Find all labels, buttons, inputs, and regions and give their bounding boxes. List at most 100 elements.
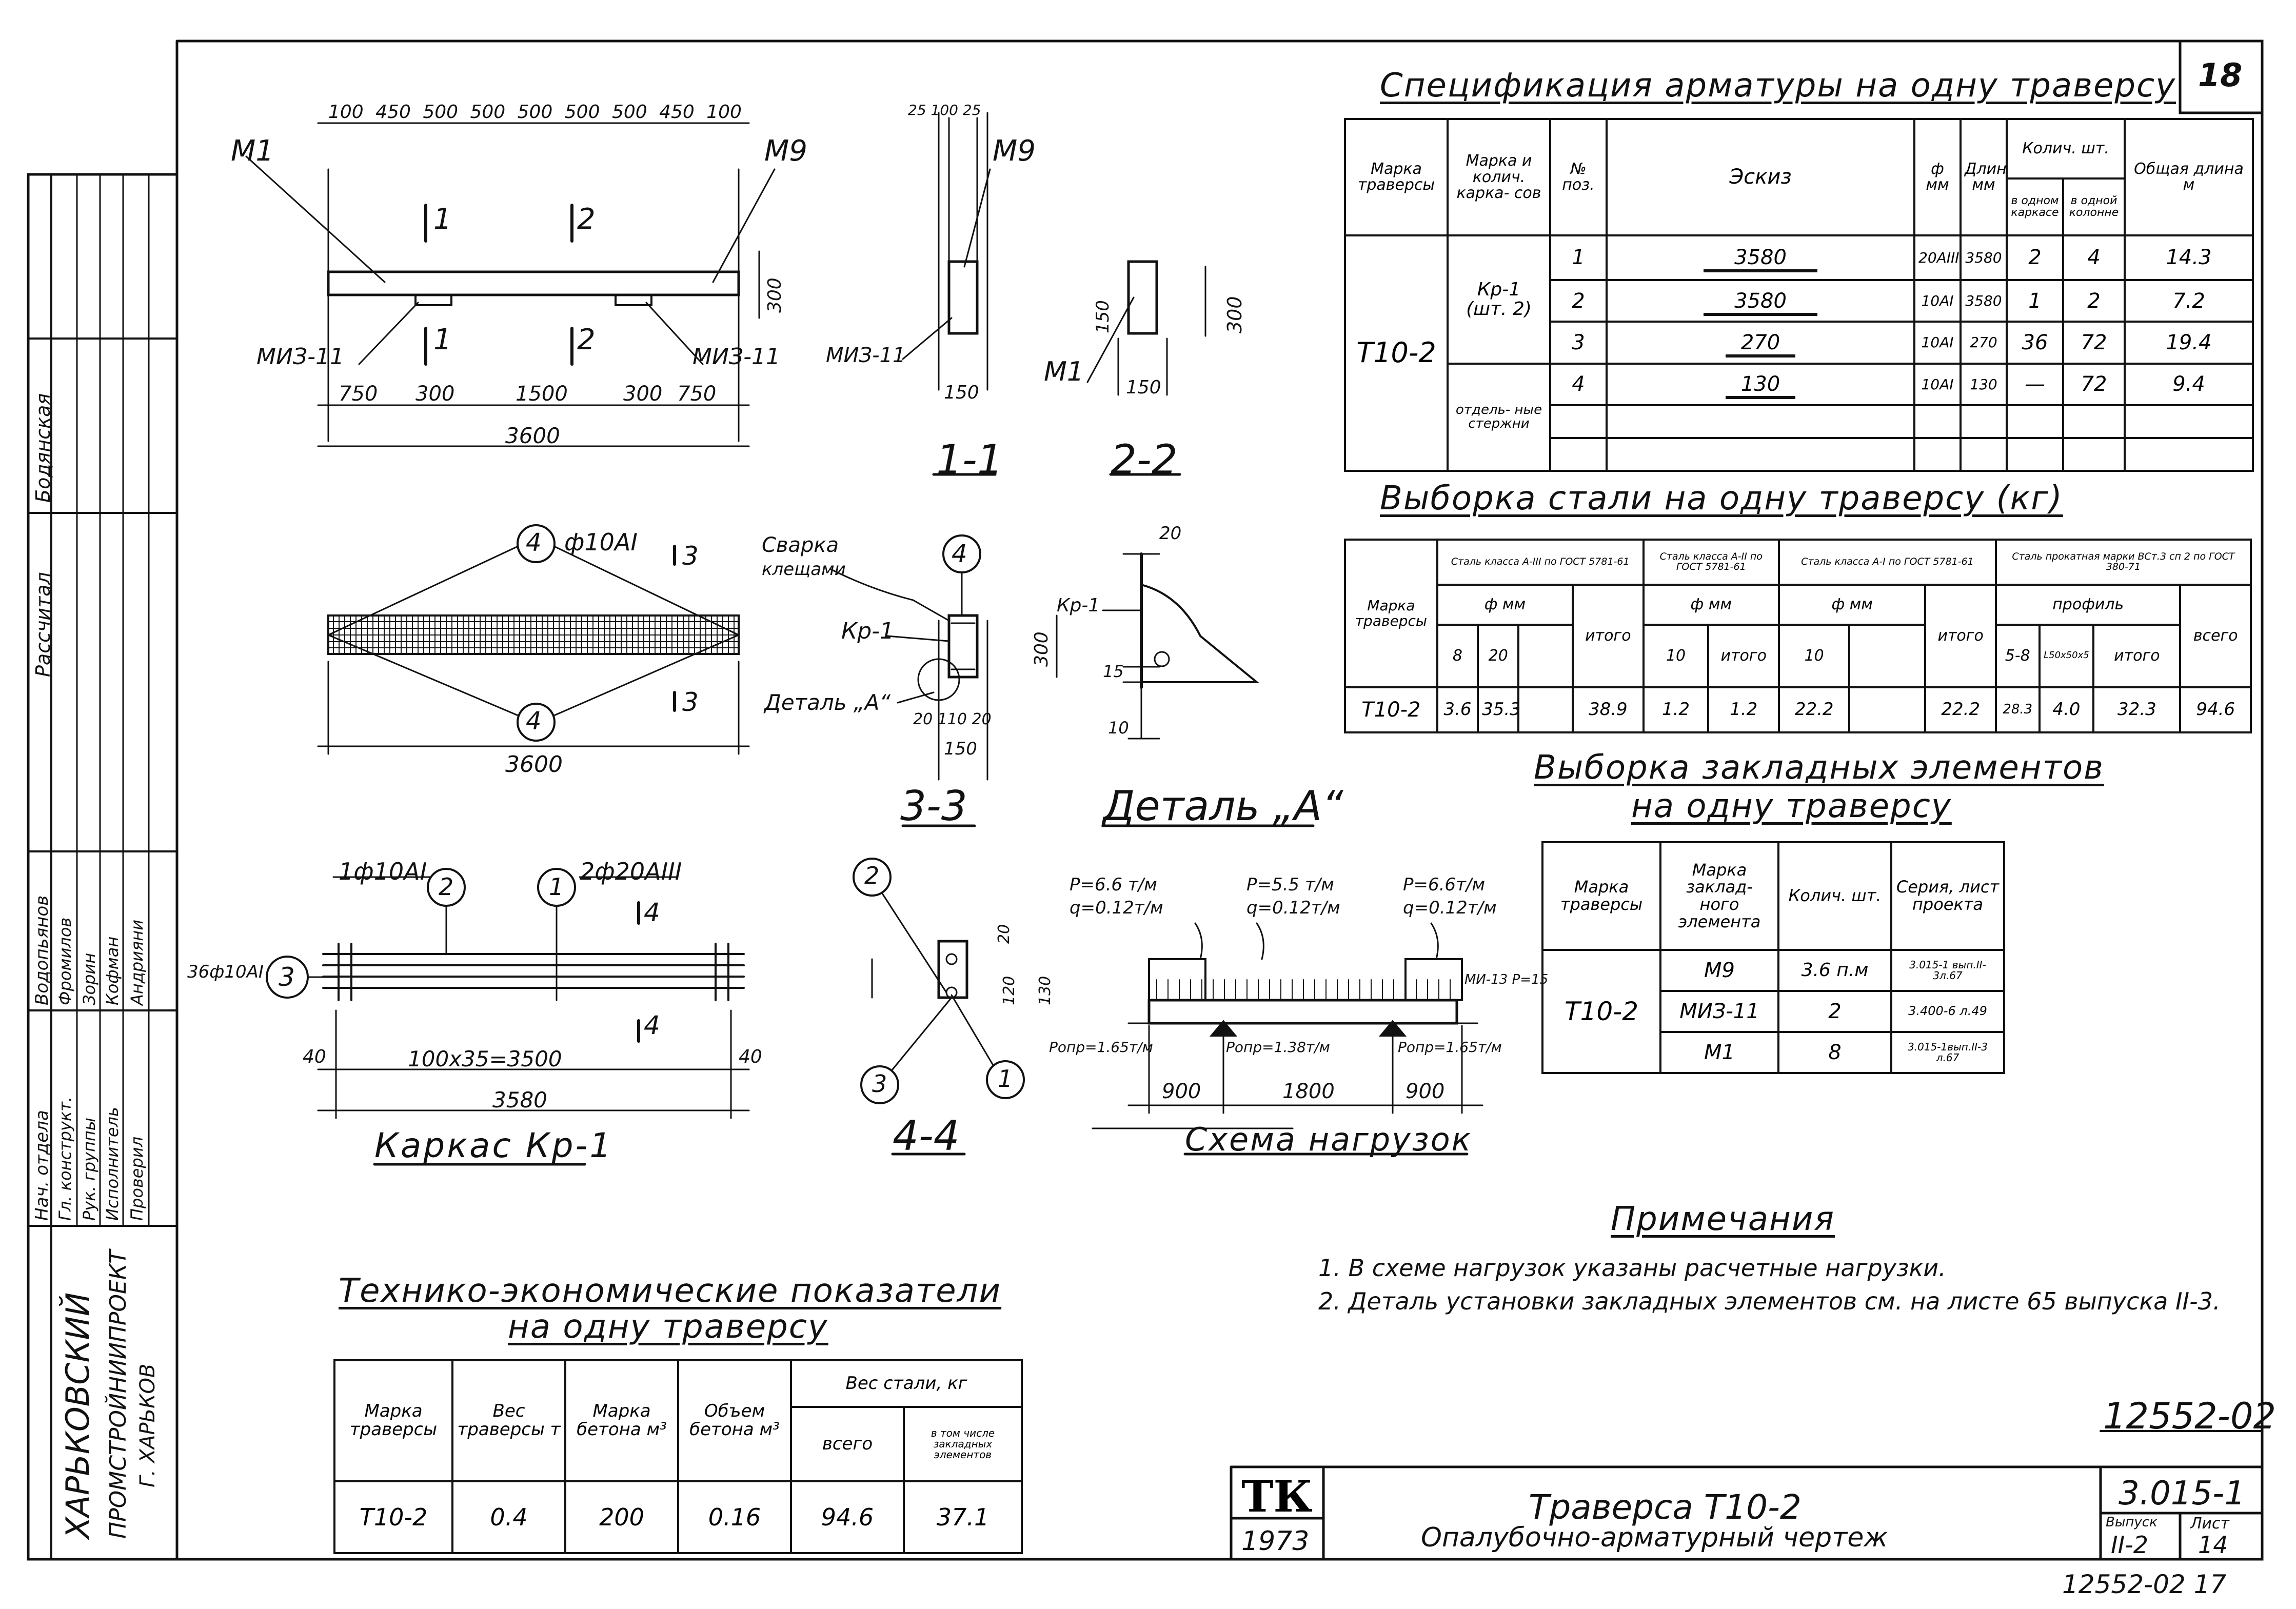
steel-val-t2: 1.2: [1707, 686, 1780, 734]
note-1: 1. В схеме нагрузок указаны расчетные на…: [1318, 1254, 1946, 1282]
steel-h-g1: Сталь класса А-III по ГОСТ 5781-61: [1436, 538, 1645, 586]
section-2-2: [1086, 260, 1206, 476]
steel-title: Выборка стали на одну траверсу (кг): [1380, 480, 2063, 518]
emb-qty-1: 3.6 п.м: [1777, 949, 1892, 992]
spec-total-3: 19.4: [2124, 321, 2254, 365]
spec-h-dia: ф мм: [1913, 118, 1962, 236]
emb-h-element: Марка заклад- ного элемента: [1659, 841, 1779, 951]
sec44-p3: 3: [872, 1070, 887, 1098]
spec-len-1: 3580: [1959, 234, 2008, 281]
frame-total: 3580: [492, 1087, 547, 1113]
sec33-weld1: Сварка: [762, 533, 839, 557]
steel-sub-e: 5-8: [1994, 623, 2041, 688]
spec-total-1: 14.3: [2124, 234, 2254, 281]
spec-dia-4: 10АI: [1913, 362, 1962, 407]
load-dim-900b: 900: [1406, 1080, 1445, 1103]
sec33-h300: 300: [1031, 631, 1052, 667]
spec-frame-count: (шт. 2): [1466, 298, 1532, 320]
tk-logo: ТК: [1241, 1471, 1313, 1522]
load-left-q: q=0.12т/м: [1070, 898, 1163, 918]
tb-sheet: 14: [2198, 1531, 2228, 1559]
spec-mark: Т10-2: [1344, 234, 1449, 472]
steel-val-t4: 32.3: [2092, 686, 2182, 734]
plan-pos4-top: 4: [526, 528, 542, 557]
emb-qty-2: 2: [1777, 990, 1892, 1033]
section-1-1: [902, 112, 997, 476]
spec-frame: Кр-1(шт. 2): [1447, 234, 1551, 365]
spec-pos-2: 2: [1549, 279, 1608, 323]
spec-title: Спецификация арматуры на одну траверсу: [1380, 67, 2176, 105]
tep-weight: 0.4: [451, 1480, 566, 1554]
tb-series: 3.015-1: [2119, 1475, 2246, 1513]
sec33-weld2: клещами: [762, 559, 846, 580]
cut-1-top: 1: [433, 203, 452, 236]
org-line2: ПРОМСТРОЙНИИПРОЕКТ: [105, 1250, 131, 1539]
emb-ref-3: 3.015-1вып.II-3 л.67: [1890, 1031, 2005, 1074]
emb-h-ref: Серия, лист проекта: [1890, 841, 2005, 951]
steel-val-d: 22.2: [1777, 686, 1851, 734]
emb-h-mark: Марка траверсы: [1541, 841, 1661, 951]
steel-h-dmm-3: ф мм: [1777, 584, 1927, 626]
spec-dia-2: 10АI: [1913, 279, 1962, 323]
sec11-mz: МИЗ-11: [826, 344, 906, 367]
emb-qty-3: 8: [1777, 1031, 1892, 1074]
main-h300: 300: [764, 277, 785, 313]
sec33-kp: Кр-1: [841, 618, 895, 644]
steel-h-total-2: итого: [1707, 623, 1780, 688]
main-dim-300a: 300: [415, 382, 455, 406]
emb-mark: Т10-2: [1541, 949, 1661, 1074]
frame-p3: 3: [279, 962, 295, 992]
steel-h-total-3: итого: [1924, 584, 1997, 688]
steel-h-total-1: итого: [1572, 584, 1645, 688]
spec-sketch-4-len: 130: [1725, 372, 1796, 400]
steel-h-g3: Сталь класса А-I по ГОСТ 5781-61: [1777, 538, 1997, 586]
plan-total: 3600: [505, 751, 563, 778]
spec-c1-2: 1: [2006, 279, 2064, 323]
steel-sub-f: L50х50х5: [2038, 623, 2095, 688]
tep-h-mark: Марка траверсы: [333, 1359, 453, 1483]
sec44-p2: 2: [864, 862, 880, 889]
steel-sub-b: 20: [1477, 623, 1520, 688]
load-mid-q: q=0.12т/м: [1246, 898, 1340, 918]
steel-val-c: 1.2: [1642, 686, 1710, 734]
plan-cut3-top: 3: [682, 541, 699, 571]
spec-h-c1: в одном каркасе: [2006, 177, 2064, 236]
sec44-d130: 130: [1036, 976, 1054, 1005]
spec-h-c2: в одной колонне: [2062, 177, 2126, 236]
emb-title2: на одну траверсу: [1631, 787, 1952, 825]
detA-10: 10: [1108, 718, 1129, 738]
role-check: Проверил: [127, 1136, 147, 1221]
org-line1: ХАРЬКОВСКИЙ: [59, 1292, 96, 1539]
role-chief: Гл. конструкт.: [55, 1096, 75, 1221]
section-3-3: [830, 534, 1058, 827]
spec-sketch-1: 3580: [1606, 234, 1915, 281]
spec-h-count: Колич. шт.: [2006, 117, 2126, 180]
spec-c2-3: 72: [2062, 321, 2126, 365]
main-dim-750b: 750: [677, 382, 717, 406]
frame-kp1: [266, 868, 750, 1166]
detA-label: Деталь „А“: [1103, 782, 1343, 830]
sec44-d120: 120: [1000, 976, 1018, 1005]
calc-label: Рассчитал: [32, 572, 54, 677]
mark-m9: М9: [764, 134, 807, 168]
name-group: Зорин: [80, 952, 99, 1005]
detA-15: 15: [1103, 662, 1124, 681]
spec-h-total: Общая длина м: [2124, 118, 2254, 236]
spec-c2-4: 72: [2062, 362, 2126, 407]
sec22-label: 2-2: [1111, 436, 1178, 484]
tep-h-steel: Вес стали, кг: [789, 1359, 1023, 1408]
load-mid-r: Ропр=1.38т/м: [1226, 1039, 1330, 1056]
sec11-label: 1-1: [936, 436, 1003, 484]
frame-p2: 2: [439, 873, 454, 901]
tep-table: Марка траверсы Вес траверсы т Марка бето…: [333, 1359, 1023, 1554]
steel-h-all: всего: [2179, 584, 2252, 688]
sec22-h150: 150: [1093, 300, 1113, 333]
plan-cut3-bottom: 3: [682, 687, 699, 717]
org-line3: Г. ХАРЬКОВ: [136, 1363, 160, 1487]
tep-h-emb: в том числе закладных элементов: [902, 1406, 1023, 1483]
tb-year: 1973: [1241, 1526, 1310, 1557]
spec-sketch-2-len: 3580: [1704, 289, 1817, 316]
steel-val-t3: 22.2: [1924, 686, 1997, 734]
load-label: Схема нагрузок: [1185, 1121, 1473, 1158]
